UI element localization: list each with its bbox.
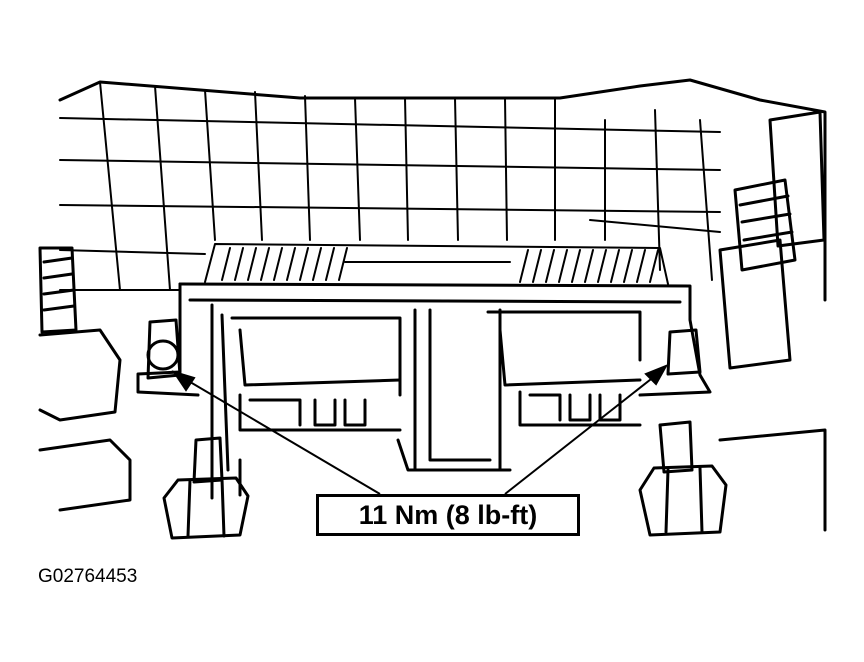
heat-sink-fins	[204, 243, 669, 285]
torque-spec-label: 11 Nm (8 lb-ft)	[316, 494, 580, 536]
figure-id: G02764453	[38, 566, 138, 587]
sensor-connector	[718, 110, 826, 370]
right-hex-nut	[638, 420, 728, 537]
grid-lines	[59, 81, 721, 291]
background-plate	[58, 78, 827, 302]
leader-lines	[171, 364, 669, 495]
left-bracket	[38, 438, 132, 512]
left-hex-nut	[162, 436, 250, 540]
module-body	[136, 282, 712, 500]
right-mounting-bolt	[666, 328, 702, 376]
right-bracket	[718, 428, 827, 532]
left-mounting-bolt	[146, 318, 182, 380]
left-stud-bolt	[38, 246, 122, 422]
